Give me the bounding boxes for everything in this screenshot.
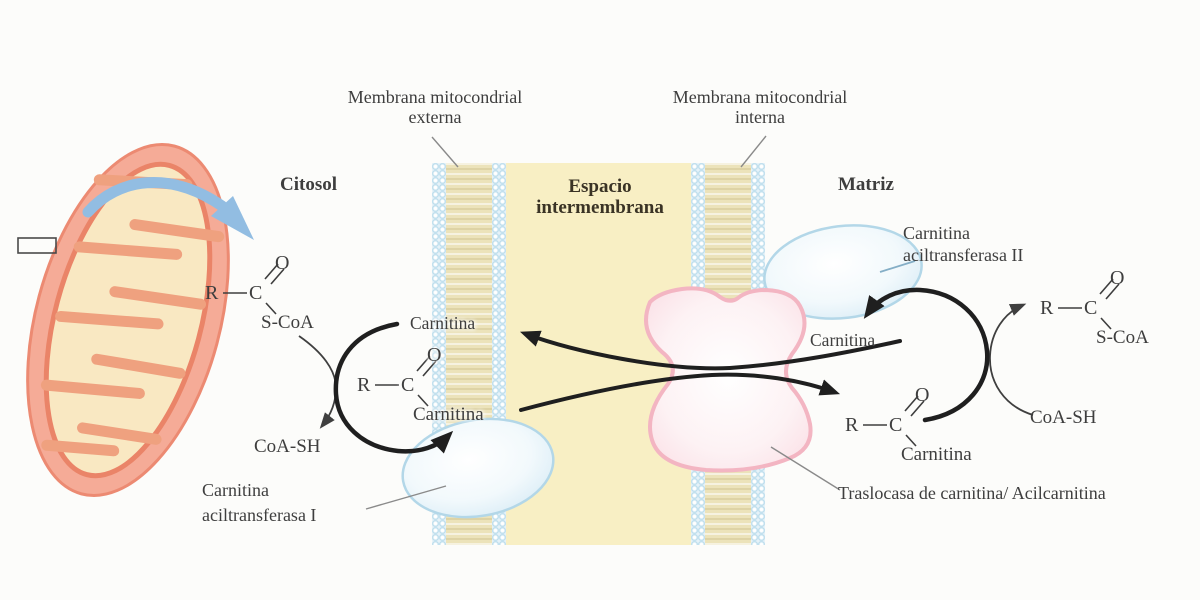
bond-lines [223, 263, 285, 315]
carnitine-acyltransferase-2-label: Carnitina aciltransferasa II [903, 223, 1024, 265]
matrix-acyl-coa-structure: R C O S-CoA [1040, 267, 1180, 362]
carbonyl-oxygen: O [915, 384, 930, 406]
coa-release-arrow-cytosol [298, 335, 337, 429]
coa-uptake-arrow-matrix [989, 303, 1034, 416]
carnitine-return-arrow [519, 330, 902, 371]
translocase-pointer-line [770, 446, 841, 491]
matrix-acyl-carnitine-structure: R C O Carnitina [845, 384, 985, 479]
carbonyl-oxygen: O [427, 344, 442, 366]
acylcarnitine-import-arrow [519, 372, 841, 412]
r-group: R [205, 282, 219, 304]
cytosol-acyl-carnitine-structure: R C O Carnitina [357, 344, 497, 439]
inner-membrane-pointer-line [740, 135, 767, 168]
carnitine-acyltransferase-1-label: Carnitina aciltransferasa I [202, 480, 317, 525]
carbonyl-carbon: C [401, 374, 415, 396]
cat2-cycle-arrow [863, 287, 990, 423]
r-group: R [845, 414, 859, 436]
carbonyl-carbon: C [249, 282, 263, 304]
coa-sh-cytosol-label: CoA-SH [254, 436, 321, 457]
carnitine-group: Carnitina [901, 444, 972, 465]
carbonyl-carbon: C [1084, 297, 1098, 319]
translocase-label: Traslocasa de carnitina/ Acilcarnitina [838, 483, 1106, 503]
carnitine-matrix-label: Carnitina [810, 330, 876, 350]
bond-lines [863, 395, 925, 447]
cat2-pointer-line [879, 260, 916, 273]
cytosol-label: Citosol [280, 174, 337, 195]
outer-membrane-pointer-line [431, 136, 459, 168]
coa-sh-matrix-label: CoA-SH [1030, 407, 1097, 428]
intermembrane-space-label: Espacio intermembrana [536, 176, 664, 218]
blue-zoom-arrow [82, 177, 254, 240]
bond-lines [1058, 278, 1120, 330]
zoom-region-box [17, 237, 57, 254]
matrix-label: Matriz [838, 174, 894, 195]
carnitine-group: Carnitina [413, 404, 484, 425]
r-group: R [357, 374, 371, 396]
carbonyl-carbon: C [889, 414, 903, 436]
cat1-pointer-line [365, 485, 447, 510]
mitochondrion-illustration [26, 143, 230, 497]
carnitine-intermembrane-label: Carnitina [410, 313, 476, 333]
cat1-cycle-arrow [333, 321, 454, 454]
s-coa-group: S-CoA [1096, 327, 1149, 348]
outer-membrane-label: Membrana mitocondrial externa [347, 87, 523, 127]
cytosol-acyl-coa-structure: R C O S-CoA [205, 252, 345, 347]
r-group: R [1040, 297, 1054, 319]
carbonyl-oxygen: O [275, 252, 290, 274]
s-coa-group: S-CoA [261, 312, 314, 333]
bond-lines [375, 355, 437, 407]
inner-membrane-label: Membrana mitocondrial interna [672, 87, 848, 127]
carbonyl-oxygen: O [1110, 267, 1125, 289]
carnitine-translocase-protein [644, 286, 813, 473]
